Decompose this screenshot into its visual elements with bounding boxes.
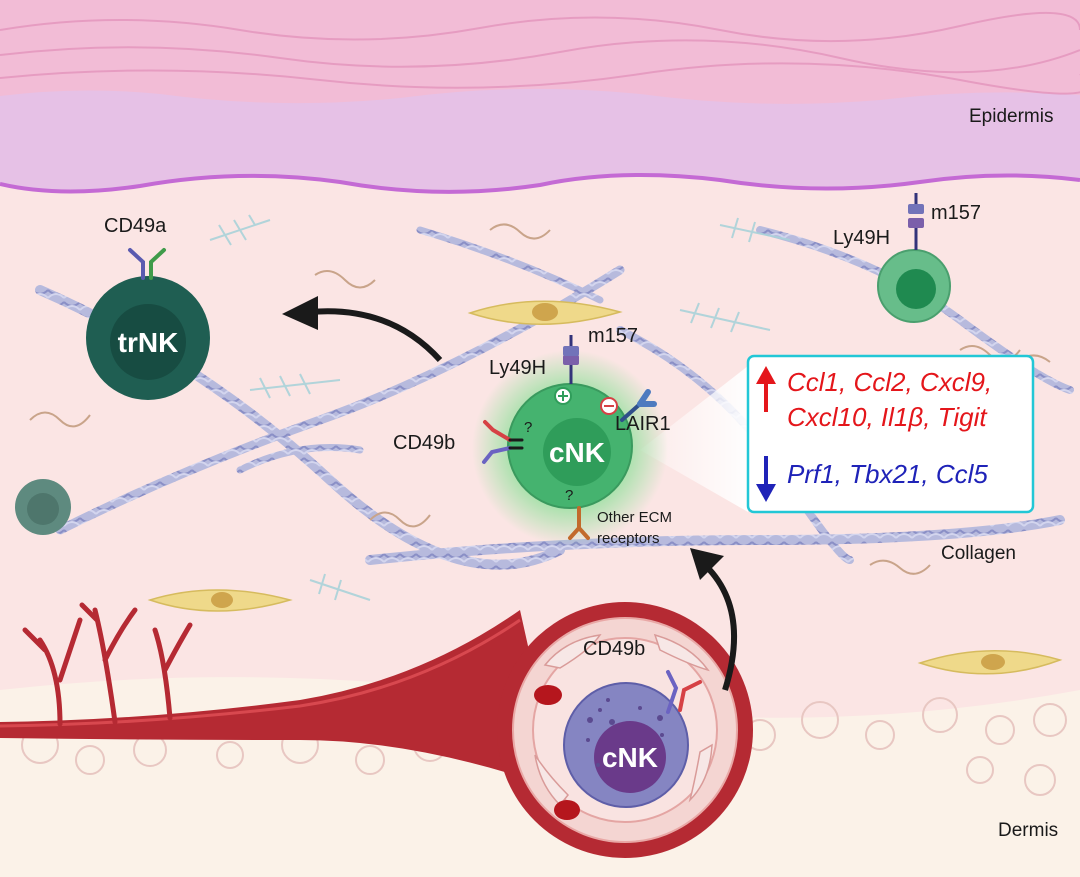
- fibroblast-cells: [147, 300, 1063, 675]
- m157-center-label: m157: [588, 325, 638, 347]
- cd49a-label: CD49a: [104, 215, 167, 237]
- ly49h-cell-top: [877, 249, 951, 323]
- unknown-mark-cd49b: ?: [524, 419, 532, 436]
- faded-cell: [15, 479, 71, 535]
- cnk-vessel-cell: cNK: [563, 682, 689, 808]
- cd49b-vessel-label: CD49b: [583, 638, 645, 660]
- ly49h-center-label: Ly49H: [489, 357, 546, 379]
- endothelial-cells: [534, 633, 713, 807]
- m157-top-label: m157: [931, 202, 981, 224]
- lair1-label: LAIR1: [615, 413, 671, 435]
- unknown-mark-ecm: ?: [565, 487, 573, 504]
- migration-arrow-head: [690, 548, 724, 580]
- cd49b-center-receptor: [482, 420, 524, 464]
- lair1-receptor: [620, 389, 657, 422]
- capillary-branches: [22, 602, 193, 727]
- ly49h-m157-top-receptor: [908, 193, 924, 250]
- collagen-label: Collagen: [941, 543, 1016, 564]
- ly49h-top-label: Ly49H: [833, 227, 890, 249]
- cd49b-center-label: CD49b: [393, 432, 455, 454]
- trnk-label: trNK: [118, 327, 179, 358]
- gene-expression-box: Ccl1, Ccl2, Cxcl9, Cxcl10, Il1β, Tigit P…: [746, 354, 1035, 514]
- red-blood-cell: [554, 800, 580, 820]
- downregulated-arrow-icon: [756, 456, 776, 502]
- cnk-vessel-label: cNK: [602, 742, 658, 773]
- epidermis-wave-lines: [0, 12, 1080, 95]
- trnk-cell: trNK: [86, 276, 210, 400]
- upregulated-genes-line1: Ccl1, Ccl2, Cxcl9,: [787, 367, 992, 397]
- cd49b-vessel-receptor: [666, 670, 702, 714]
- cnk-center-cell: cNK: [472, 350, 668, 546]
- ly49h-m157-center-receptor: [563, 335, 579, 384]
- epidermis-label: Epidermis: [969, 106, 1053, 127]
- epidermis-top-band: [0, 0, 1080, 104]
- migration-arrow-vessel-to-cnk: [703, 563, 737, 691]
- other-ecm-label-line1: Other ECM: [597, 509, 672, 526]
- migration-arrow-cnk-to-trnk: [309, 308, 443, 363]
- migration-arrow-head: [282, 296, 318, 330]
- downregulated-genes-line1: Prf1, Tbx21, Ccl5: [787, 459, 988, 489]
- cnk-center-label: cNK: [549, 437, 605, 468]
- red-blood-cell: [534, 685, 562, 705]
- cd49a-receptor: [128, 248, 166, 280]
- other-ecm-label-line2: receptors: [597, 530, 660, 547]
- other-ecm-receptor: [568, 506, 590, 540]
- activating-plus-icon: [554, 387, 572, 405]
- inhibitory-minus-icon: [600, 397, 618, 415]
- upregulated-arrow-icon: [756, 366, 776, 412]
- basement-membrane: [0, 173, 1080, 194]
- dermis-label: Dermis: [998, 820, 1058, 841]
- callout-wedge: [640, 366, 748, 512]
- upregulated-genes-line2: Cxcl10, Il1β, Tigit: [787, 402, 988, 432]
